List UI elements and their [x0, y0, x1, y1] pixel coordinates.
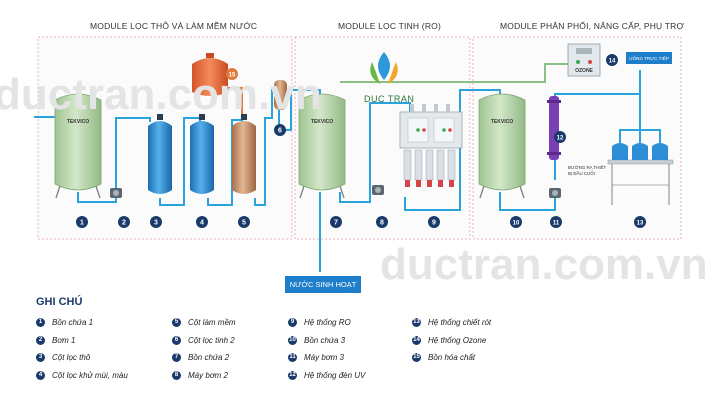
marker-12: 12: [554, 131, 566, 143]
tank-brand-1: TEKVICO: [67, 119, 89, 125]
marker-8: 8: [376, 216, 388, 228]
module-title-dist: MODULE PHÂN PHỐI, NÂNG CẤP, PHỤ TRỢ: [500, 21, 685, 31]
legend-bullet-6: 6: [172, 336, 181, 345]
legend-label-5: Cột làm mềm: [188, 318, 236, 327]
svg-text:3: 3: [154, 220, 158, 227]
legend-bullet-15: 15: [412, 353, 421, 362]
brand-name: DUC TRAN: [364, 94, 415, 104]
marker-2: 2: [118, 216, 130, 228]
tank-brand-7: TEKVICO: [311, 119, 333, 125]
pump-3: [549, 188, 561, 198]
svg-text:7: 7: [334, 220, 338, 227]
legend-title: GHI CHÚ: [36, 296, 83, 308]
svg-text:8: 8: [380, 220, 384, 227]
legend-bullet-14: 14: [412, 336, 421, 345]
marker-4: 4: [196, 216, 208, 228]
svg-text:11: 11: [553, 221, 560, 227]
legend-bullet-7: 7: [172, 353, 181, 362]
legend-bullet-2: 2: [36, 336, 45, 345]
tank-7: TEKVICO: [298, 93, 346, 199]
brand-logo: [370, 52, 398, 84]
marker-10: 10: [510, 216, 522, 228]
marker-9: 9: [428, 216, 440, 228]
marker-7: 7: [330, 216, 342, 228]
legend-label-14: Hệ thống Ozone: [428, 336, 487, 345]
marker-15: 15: [226, 68, 238, 80]
legend-bullet-4: 4: [36, 371, 45, 380]
marker-11: 11: [550, 216, 562, 228]
outlet-label-line2: BỊ ĐẦU CUỐI: [568, 171, 595, 176]
tank-1: TEKVICO: [54, 93, 102, 199]
fine-filter-6: [274, 80, 287, 110]
svg-text:6: 6: [278, 128, 282, 135]
bottling-system-13: [607, 143, 674, 205]
svg-text:9: 9: [432, 220, 436, 227]
module-title-ro: MODULE LỌC TINH (RO): [338, 21, 442, 31]
svg-text:1: 1: [80, 220, 84, 227]
chemical-tank-15: [192, 53, 228, 96]
direct-drink-box: [626, 52, 672, 64]
legend-bullet-12: 12: [288, 371, 297, 380]
domestic-water-label: NƯỚC SINH HOẠT: [285, 276, 361, 293]
legend-label-3: Cột lọc thô: [52, 353, 91, 362]
outlet-label-line1: ĐƯỜNG RA THIẾT: [568, 165, 606, 170]
legend-label-15: Bồn hóa chất: [428, 353, 476, 362]
pump-2: [372, 185, 384, 195]
legend-label-12: Hệ thống đèn UV: [304, 371, 366, 380]
ro-system-9: [399, 104, 463, 187]
legend-bullet-11: 11: [288, 353, 297, 362]
direct-drink-label: UỐNG TRỰC TIẾP: [629, 55, 669, 61]
legend-label-6: Cột lọc tinh 2: [188, 336, 235, 345]
marker-1: 1: [76, 216, 88, 228]
column-4: [190, 114, 214, 194]
tank-10: TEKVICO: [478, 93, 526, 199]
legend-label-11: Máy bơm 3: [304, 353, 344, 362]
legend-label-7: Bồn chứa 2: [188, 353, 230, 362]
legend-bullet-5: 5: [172, 318, 181, 327]
svg-text:14: 14: [609, 59, 616, 65]
module-title-coarse: MODULE LỌC THÔ VÀ LÀM MỀM NƯỚC: [90, 21, 258, 31]
watermark-bottom: ductran.com.vn: [380, 240, 708, 289]
legend-bullet-10: 10: [288, 336, 297, 345]
legend-bullet-8: 8: [172, 371, 181, 380]
svg-text:5: 5: [242, 220, 246, 227]
legend-label-4: Cột lọc khử mùi, màu: [52, 371, 128, 380]
svg-text:12: 12: [557, 136, 564, 142]
legend-bullet-1: 1: [36, 318, 45, 327]
marker-5: 5: [238, 216, 250, 228]
legend-bullet-9: 9: [288, 318, 297, 327]
legend-bullet-3: 3: [36, 353, 45, 362]
uv-system-12: [547, 96, 561, 160]
ozone-system-14: OZONE: [567, 43, 601, 77]
legend-label-13: Hệ thống chiết rót: [428, 318, 492, 327]
column-5: [232, 114, 256, 194]
pipe-ozone: [340, 63, 568, 83]
legend-label-2: Bơm 1: [52, 336, 76, 345]
svg-text:4: 4: [200, 220, 204, 227]
marker-3: 3: [150, 216, 162, 228]
svg-text:15: 15: [229, 73, 236, 79]
svg-text:13: 13: [637, 221, 644, 227]
pump-1: [110, 188, 122, 198]
legend-label-9: Hệ thống RO: [304, 318, 351, 327]
legend-label-10: Bồn chứa 3: [304, 336, 346, 345]
marker-6: 6: [274, 124, 286, 136]
legend-label-8: Máy bơm 2: [188, 371, 228, 380]
legend-label-1: Bồn chứa 1: [52, 318, 94, 327]
marker-14: 14: [606, 54, 618, 66]
marker-13: 13: [634, 216, 646, 228]
column-3: [148, 114, 172, 194]
ozone-label: OZONE: [575, 68, 593, 74]
svg-text:2: 2: [122, 220, 126, 227]
tank-brand-10: TEKVICO: [491, 119, 513, 125]
svg-text:10: 10: [513, 221, 520, 227]
legend-bullet-13: 13: [412, 318, 421, 327]
watermark-top: ductran.com.vn: [0, 70, 322, 119]
